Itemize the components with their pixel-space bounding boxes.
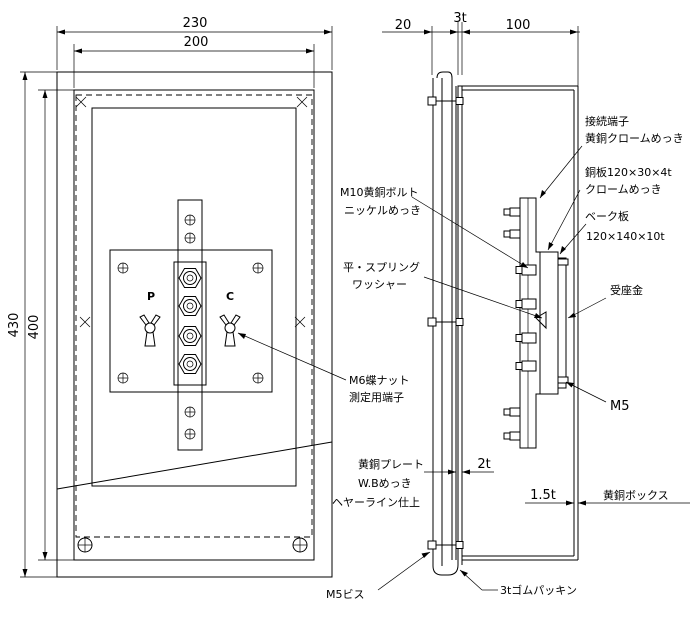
bolt-nut-icon [178,268,202,288]
dim-2t-label: 2t [477,457,490,472]
brass-plate-label-1: 黄銅プレート [358,457,424,471]
side-bolt-icon [557,258,569,266]
bakelite-board [539,251,559,395]
spring-washer-label-2: ワッシャー [352,278,407,291]
bolt-nut-icon [178,296,202,316]
dimension-inner-height: 400 [27,89,74,561]
c-wing-nut-icon [219,314,241,347]
front-inner-panel [73,89,315,561]
side-bolt-icon [557,376,569,384]
front-view: 230 200 430 400 [7,16,410,578]
side-bolt-icon [515,298,537,310]
spring-washer-icon [535,311,547,330]
side-bolt-icon [515,360,537,372]
m5-screw-label: M5ビス [326,588,365,601]
dimension-overall-width: 230 [56,16,333,70]
receiver-plate [557,257,567,389]
dim-1.5t-label: 1.5t [530,488,556,503]
bolt-nut-icon [178,354,202,374]
m6-nut-label-2: 測定用端子 [349,390,404,404]
screw-icon [75,96,87,108]
dim-100-label: 100 [506,18,531,33]
base-plate-screws [117,262,264,384]
front-dashed-outline [75,94,313,538]
screw-icon [427,96,464,106]
m10-bolt-label-2: ニッケルめっき [344,204,421,217]
front-outer-panel [56,71,333,578]
side-bolt-icon [515,264,537,276]
dimension-inner-width: 200 [73,35,315,88]
side-bolt-icon [503,431,521,441]
dim-200-label: 200 [184,35,209,50]
screw-icon [296,96,308,108]
m10-bolt-label-1: M10黄銅ボルト [340,185,419,199]
side-callouts: M10黄銅ボルト ニッケルめっき 平・スプリング ワッシャー 接続端子 黄銅クロ… [326,114,690,601]
screw-icon [79,316,91,328]
front-bezel [91,107,297,487]
copper-plate-label-2: クロームめっき [585,183,662,196]
p-wing-nut-icon [139,314,161,347]
side-bolt-icon [503,229,521,239]
screw-icon [292,537,308,553]
copper-bar [173,199,207,451]
terminal-label-1: 接続端子 [585,114,629,128]
copper-plate-label-1: 銅板120×30×4t [585,165,672,179]
dimension-side-top: 20 3t 100 [382,11,580,88]
side-bolt-icon [515,332,537,344]
top-connection-terminal [184,214,196,244]
m6-nut-label-1: M6蝶ナット [349,373,410,387]
spring-washer-label-1: 平・スプリング [343,260,420,274]
screw-icon [77,537,93,553]
screw-icon [427,540,464,550]
brass-box-label: 黄銅ボックス [603,488,669,502]
dim-20-label: 20 [395,18,412,33]
screw-icon [427,317,464,327]
screw-icon [294,316,306,328]
gasket-label: 3tゴムパッキン [500,583,577,597]
bottom-connection-terminal [184,406,196,440]
brass-plate-label-3: ヘヤーライン仕上 [332,496,420,509]
bakelite-label-2: 120×140×10t [586,230,665,243]
front-break-line [56,441,333,490]
side-copper-bar [519,197,541,449]
side-bolt-icon [503,207,521,217]
brass-box [462,85,579,561]
dim-3t-label: 3t [453,11,466,26]
side-bolt-icon [503,407,521,417]
bolt-nut-icon [178,326,202,346]
dim-230-label: 230 [183,16,208,31]
m6-nut-callout: M6蝶ナット 測定用端子 [237,332,410,404]
bakelite-label-1: ベーク板 [585,209,629,223]
side-bolts [503,207,569,441]
dimension-overall-height: 430 [7,71,57,578]
side-view: 20 3t 100 [326,11,690,601]
m5-label: M5 [610,399,630,414]
p-terminal-label: P [147,290,155,303]
corner-screws [75,96,308,553]
receiver-label: 受座金 [610,283,643,297]
dim-400-label: 400 [27,315,42,340]
dim-430-label: 430 [7,313,22,338]
flange-screws [427,96,464,550]
base-plate [109,249,273,393]
brass-plate-label-2: W.Bめっき [358,477,412,490]
terminal-label-2: 黄銅クロームめっき [585,131,684,145]
c-terminal-label: C [226,290,234,303]
